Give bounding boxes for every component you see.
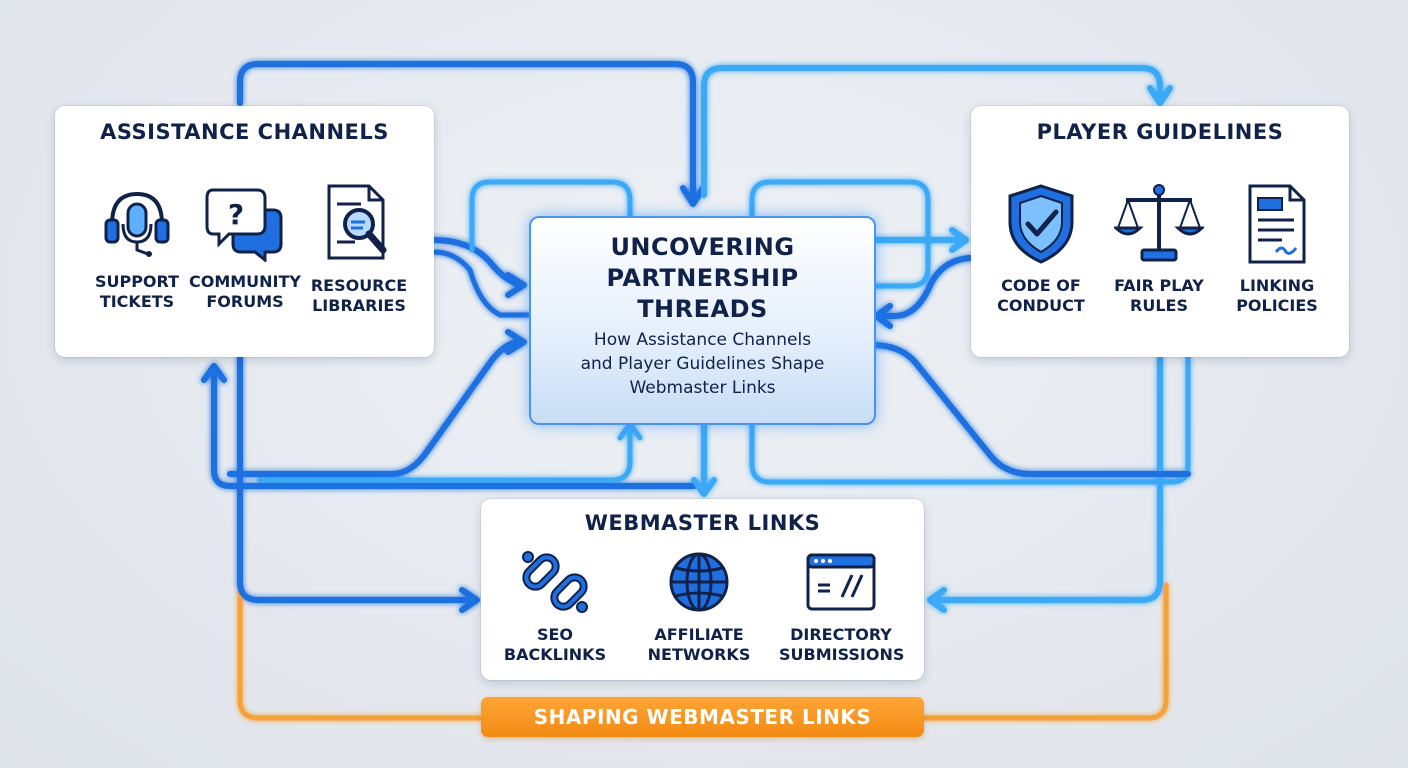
left-to-center-a bbox=[431, 237, 523, 288]
player-guidelines-title: PLAYER GUIDELINES bbox=[1036, 120, 1284, 144]
right-to-center-b-arrowhead bbox=[873, 303, 893, 329]
bottom-to-center-up bbox=[257, 429, 633, 483]
assistance-channels-title: ASSISTANCE CHANNELS bbox=[100, 120, 389, 144]
orange-loop-connector bbox=[237, 582, 1169, 721]
diagonal-from-center-right bbox=[869, 342, 1191, 477]
shield-check-icon bbox=[1008, 184, 1074, 264]
chain-link-icon bbox=[522, 551, 588, 613]
central-subtitle: How Assistance Channels and Player Guide… bbox=[580, 330, 825, 398]
left-to-center-b bbox=[431, 249, 532, 318]
policy-document-icon bbox=[1248, 184, 1306, 264]
right-vertical-arrowhead bbox=[927, 587, 947, 613]
support-tickets-item: SUPPORT TICKETS bbox=[75, 182, 199, 312]
right-vertical-to-webmaster bbox=[932, 354, 1163, 603]
assistance-channels-box: ASSISTANCE CHANNELS SUPPORT TICKETS ? CO… bbox=[55, 106, 434, 357]
top-arc-left bbox=[237, 61, 696, 198]
left-vertical-arrowhead bbox=[459, 587, 480, 613]
chat-question-icon: ? bbox=[205, 188, 283, 262]
seo-backlinks-item: SEO BACKLINKS bbox=[493, 549, 617, 665]
center-to-webmaster-arrowhead bbox=[691, 477, 717, 497]
bottom-return-to-assistance bbox=[211, 369, 697, 489]
svg-text:?: ? bbox=[228, 198, 244, 231]
fair-play-rules-item: FAIR PLAY RULES bbox=[1097, 182, 1221, 316]
code-of-conduct-item: CODE OF CONDUCT bbox=[979, 182, 1103, 316]
linking-policies-label: LINKING POLICIES bbox=[1236, 276, 1318, 315]
directory-submissions-label: DIRECTORY SUBMISSIONS bbox=[779, 625, 905, 664]
linking-policies-item: LINKING POLICIES bbox=[1215, 182, 1339, 316]
scales-icon bbox=[1114, 184, 1204, 262]
headset-icon bbox=[104, 191, 170, 257]
top-arc-right-arrowhead bbox=[1147, 85, 1173, 106]
webmaster-links-box: WEBMASTER LINKS SEO BACKLINKS AFFILIATE … bbox=[481, 499, 924, 680]
community-forums-item: ? COMMUNITY FORUMS bbox=[183, 182, 307, 312]
community-forums-label: COMMUNITY FORUMS bbox=[188, 272, 302, 311]
seo-backlinks-label: SEO BACKLINKS bbox=[503, 625, 607, 664]
resource-libraries-item: RESOURCE LIBRARIES bbox=[297, 182, 421, 316]
webmaster-links-title: WEBMASTER LINKS bbox=[584, 511, 821, 535]
resource-libraries-label: RESOURCE LIBRARIES bbox=[310, 276, 408, 315]
bottom-return-arrowhead bbox=[201, 363, 227, 383]
diagonal-to-center bbox=[227, 339, 523, 477]
center-right-loop bbox=[749, 179, 931, 289]
affiliate-networks-label: AFFILIATE NETWORKS bbox=[647, 625, 751, 664]
affiliate-networks-item: AFFILIATE NETWORKS bbox=[637, 549, 761, 665]
browser-window-icon bbox=[806, 553, 876, 611]
code-of-conduct-label: CODE OF CONDUCT bbox=[997, 276, 1085, 315]
center-to-right-a-arrowhead bbox=[949, 227, 969, 253]
top-arc-right bbox=[701, 65, 1163, 198]
support-tickets-label: SUPPORT TICKETS bbox=[94, 272, 180, 311]
directory-submissions-item: DIRECTORY SUBMISSIONS bbox=[779, 549, 905, 665]
player-guidelines-box: PLAYER GUIDELINES CODE OF CONDUCT FAIR P… bbox=[971, 106, 1349, 357]
document-search-icon bbox=[327, 184, 387, 260]
left-to-center-loop bbox=[469, 179, 633, 253]
left-to-center-a-arrowhead bbox=[505, 272, 527, 298]
right-to-center-b bbox=[879, 255, 973, 319]
globe-icon bbox=[669, 552, 729, 612]
central-title: UNCOVERING PARTNERSHIP THREADS bbox=[606, 233, 799, 323]
shaping-webmaster-links-banner: SHAPING WEBMASTER LINKS bbox=[481, 697, 924, 737]
central-topic-box: UNCOVERING PARTNERSHIP THREADS How Assis… bbox=[529, 216, 876, 425]
left-vertical-to-webmaster bbox=[237, 354, 475, 603]
diagonal-to-center-arrowhead bbox=[505, 329, 527, 355]
fair-play-rules-label: FAIR PLAY RULES bbox=[1114, 276, 1204, 315]
top-arc-left-arrowhead bbox=[680, 185, 706, 207]
